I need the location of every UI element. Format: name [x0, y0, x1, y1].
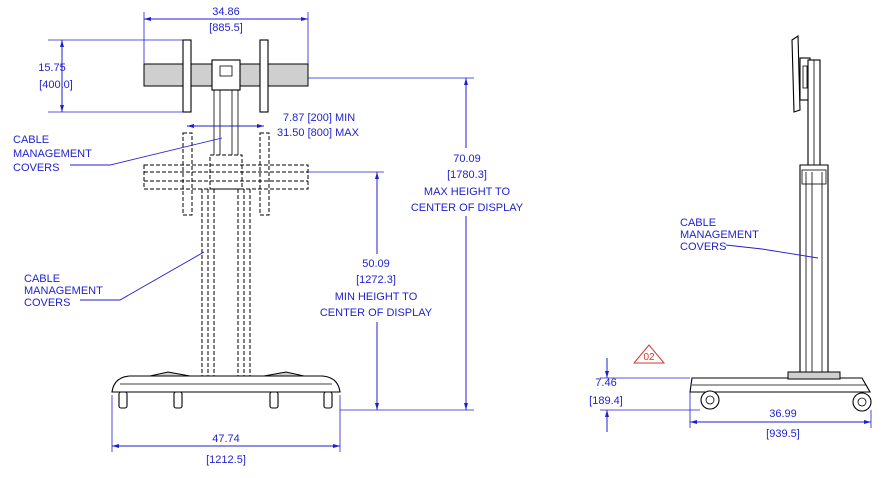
dim-min-height-in: 50.09 — [362, 258, 390, 270]
dim-max-height-in: 70.09 — [453, 153, 481, 165]
warning-tag-text: 02 — [643, 352, 655, 363]
callout-side: CABLE MANAGEMENT COVERS — [680, 217, 819, 259]
dim-base-depth-mm: [939.5] — [766, 428, 800, 440]
callout-side-line3: COVERS — [680, 241, 726, 253]
min-height-label-1: MIN HEIGHT TO — [335, 291, 418, 303]
max-height-label-1: MAX HEIGHT TO — [424, 186, 511, 198]
dim-min-height-mm: [1272.3] — [356, 274, 396, 286]
caster-4 — [323, 391, 333, 409]
caster-1 — [118, 391, 128, 409]
main-column — [201, 189, 251, 382]
base-foot-left — [149, 371, 191, 377]
callout-top-line3: COVERS — [13, 162, 59, 174]
lower-left-bracket — [182, 132, 193, 216]
dim-base-depth-in: 36.99 — [769, 408, 797, 420]
lower-mount — [143, 132, 309, 216]
callout-bottom-line1: CABLE — [24, 273, 60, 285]
caster-3 — [269, 391, 279, 409]
dim-vesa: 7.87 [200] MIN 31.50 [800] MAX — [187, 112, 360, 139]
side-column-lower — [799, 164, 829, 373]
side-base — [689, 371, 872, 412]
max-height-label-2: CENTER OF DISPLAY — [411, 202, 524, 214]
side-display-bracket — [791, 34, 801, 113]
warning-tag: 02 — [632, 344, 666, 364]
dim-mount-height-mm: [400.0] — [39, 79, 73, 91]
dim-base-width: 47.74 [1212.5] — [111, 395, 341, 466]
lower-right-bracket — [259, 132, 270, 216]
dim-top-width-in: 34.86 — [212, 6, 240, 18]
side-column-upper — [807, 59, 821, 173]
dim-vesa-min: 7.87 [200] MIN — [283, 112, 355, 124]
upper-mount — [143, 39, 309, 113]
dim-base-depth: 36.99 [939.5] — [689, 392, 872, 440]
column-upper — [213, 90, 239, 155]
dim-max-height-mm: [1780.3] — [447, 169, 487, 181]
callout-bottom-line2: MANAGEMENT — [24, 285, 103, 297]
dim-base-height: 7.46 [189.4] — [589, 358, 700, 432]
side-lower-tube — [799, 164, 829, 373]
dim-mount-height: 15.75 [400.0] — [38, 39, 183, 113]
lower-crossbar — [143, 164, 309, 190]
dim-max-height: 70.09 [1780.3] MAX HEIGHT TO CENTER OF D… — [308, 77, 530, 411]
dim-base-width-in: 47.74 — [212, 433, 240, 445]
upper-left-bracket — [182, 39, 192, 113]
callout-top-line2: MANAGEMENT — [13, 148, 92, 160]
caster-2 — [173, 391, 183, 409]
callout-side-line2: MANAGEMENT — [680, 229, 759, 241]
callout-side-line1: CABLE — [680, 217, 716, 229]
dim-vesa-max: 31.50 [800] MAX — [277, 127, 360, 139]
min-height-label-2: CENTER OF DISPLAY — [320, 307, 433, 319]
lower-center-plate — [209, 154, 243, 190]
dim-base-height-in: 7.46 — [595, 377, 616, 389]
callout-bottom-line3: COVERS — [24, 297, 70, 309]
callout-top: CABLE MANAGEMENT COVERS — [13, 134, 223, 174]
front-view: 34.86 [885.5] 15.75 [400.0] 7.87 [200] M… — [13, 6, 530, 466]
callout-top-line1: CABLE — [13, 134, 49, 146]
dim-top-width-mm: [885.5] — [209, 22, 243, 34]
side-caster-front — [700, 390, 720, 410]
dim-min-height: 50.09 [1272.3] MIN HEIGHT TO CENTER OF D… — [308, 171, 442, 410]
side-mount-head — [791, 34, 811, 113]
upper-center-plate — [211, 59, 241, 91]
dim-top-width: 34.86 [885.5] — [143, 6, 309, 64]
upper-right-bracket — [259, 39, 269, 113]
base-foot-right — [263, 371, 305, 377]
side-view: 02 CABLE MANAGEMENT COVERS 7.46 [189.4] — [589, 34, 872, 440]
dim-mount-height-in: 15.75 — [38, 62, 66, 74]
callout-bottom: CABLE MANAGEMENT COVERS — [24, 251, 205, 309]
front-base — [111, 371, 341, 409]
side-base-foot — [787, 371, 841, 380]
dim-base-width-mm: [1212.5] — [206, 454, 246, 466]
side-caster-rear — [852, 392, 872, 412]
dim-base-height-mm: [189.4] — [589, 395, 623, 407]
upper-knob — [219, 65, 233, 77]
